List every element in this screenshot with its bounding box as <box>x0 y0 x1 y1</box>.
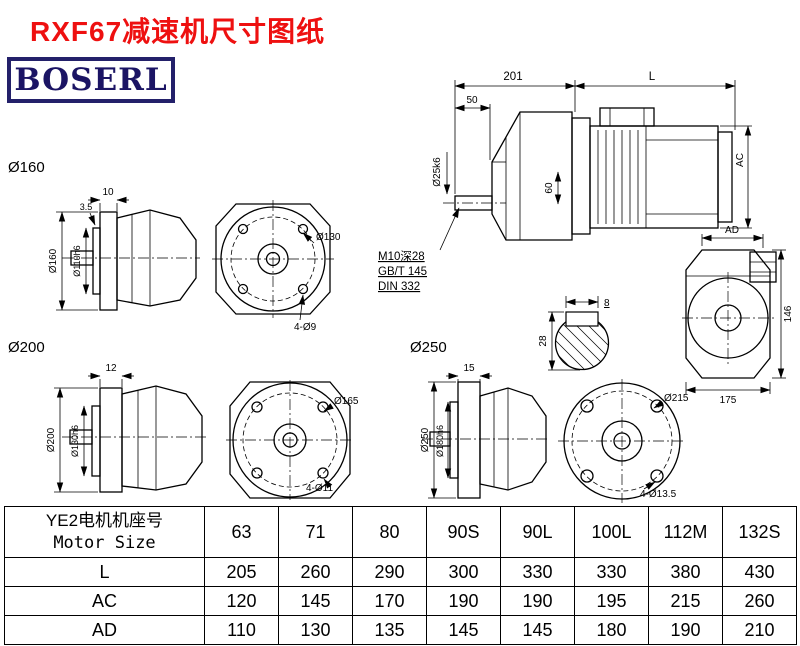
column-header-80: 80 <box>352 506 427 558</box>
column-header-90l: 90L <box>500 506 575 558</box>
value-cell: 210 <box>722 615 797 645</box>
value-cell: 380 <box>648 557 723 587</box>
flange-160-label: Ø160 <box>8 159 45 176</box>
motor-size-label-en: Motor Size <box>53 533 156 553</box>
value-cell: 215 <box>648 586 723 616</box>
column-header-90s: 90S <box>426 506 501 558</box>
row-label-AC: AC <box>4 586 205 616</box>
motor-size-header-cell: YE2电机机座号 Motor Size <box>4 506 205 558</box>
dim-50: 50 <box>466 95 478 106</box>
value-cell: 120 <box>204 586 279 616</box>
flange-160-od-dim: Ø160 <box>48 248 59 273</box>
table-row-L: L 205 260 290 300 330 330 380 430 <box>4 557 797 587</box>
value-cell: 290 <box>352 557 427 587</box>
shaft-diameter-label: Ø25k6 <box>432 157 443 187</box>
table-row-AD: AD 110 130 135 145 145 180 190 210 <box>4 615 797 645</box>
motor-size-label-cn: YE2电机机座号 <box>45 511 164 530</box>
main-assembly-view: 201 L 50 Ø25k6 60 <box>432 71 752 241</box>
flange-160-spigot-dim: 3.5 <box>80 202 93 212</box>
value-cell: 145 <box>278 586 353 616</box>
flange-200-thickness-dim: 12 <box>105 363 117 374</box>
value-cell: 430 <box>722 557 797 587</box>
value-cell: 260 <box>278 557 353 587</box>
flange-200-bcd-dim: Ø165 <box>334 396 359 407</box>
value-cell: 190 <box>426 586 501 616</box>
motor-end-view: AD 146 175 <box>682 225 794 406</box>
value-cell: 330 <box>500 557 575 587</box>
keyway-height-dim: 28 <box>538 335 549 347</box>
value-cell: 130 <box>278 615 353 645</box>
column-header-132s: 132S <box>722 506 797 558</box>
dim-L: L <box>649 71 656 83</box>
value-cell: 190 <box>648 615 723 645</box>
dim-AC: AC <box>735 153 746 167</box>
flange-160-pilot-dim: Ø110h6 <box>72 245 82 276</box>
flange-200-views: Ø200 12 Ø200 Ø130h6 <box>8 339 359 500</box>
value-cell: 180 <box>574 615 649 645</box>
motor-dimension-table: YE2电机机座号 Motor Size 63 71 80 90S 90L 100… <box>4 506 797 645</box>
flange-250-holes-dim: 4-Ø13.5 <box>640 489 677 500</box>
standard-note-gb: GB/T 145 <box>378 266 427 278</box>
dim-175: 175 <box>720 395 737 406</box>
keyway-width-dim: 8 <box>604 298 610 309</box>
column-header-100l: 100L <box>574 506 649 558</box>
value-cell: 195 <box>574 586 649 616</box>
dim-60: 60 <box>544 182 555 194</box>
value-cell: 205 <box>204 557 279 587</box>
flange-200-od-dim: Ø200 <box>46 427 57 452</box>
flange-250-pilot-dim: Ø180h6 <box>435 425 445 457</box>
table-row-AC: AC 120 145 170 190 190 195 215 260 <box>4 586 797 616</box>
table-header-row: YE2电机机座号 Motor Size 63 71 80 90S 90L 100… <box>4 506 797 558</box>
flange-200-pilot-dim: Ø130h6 <box>70 425 80 457</box>
dim-AD: AD <box>725 225 739 236</box>
flange-250-bcd-dim: Ø215 <box>664 393 689 404</box>
column-header-112m: 112M <box>648 506 723 558</box>
value-cell: 190 <box>500 586 575 616</box>
flange-160-thickness-dim: 10 <box>102 187 114 198</box>
value-cell: 135 <box>352 615 427 645</box>
boserl-logo: BOSERL <box>7 57 175 103</box>
row-label-AD: AD <box>4 615 205 645</box>
value-cell: 330 <box>574 557 649 587</box>
shaft-thread-note: M10深28 GB/T 145 DIN 332 <box>378 207 460 293</box>
flange-250-views: Ø250 15 Ø250 Ø180h6 <box>410 339 689 503</box>
flange-250-label: Ø250 <box>410 339 447 356</box>
value-cell: 170 <box>352 586 427 616</box>
technical-drawing-canvas: 201 L 50 Ø25k6 60 <box>8 71 794 503</box>
flange-250-thickness-dim: 15 <box>463 363 475 374</box>
row-label-L: L <box>4 557 205 587</box>
flange-160-views: Ø160 10 3.5 Ø160 Ø110h6 <box>8 159 341 333</box>
standard-note-din: DIN 332 <box>378 281 420 293</box>
column-header-71: 71 <box>278 506 353 558</box>
dim-146: 146 <box>783 305 794 322</box>
flange-160-bcd-dim: Ø130 <box>316 232 341 243</box>
flange-200-holes-dim: 4-Ø11 <box>306 483 333 494</box>
value-cell: 260 <box>722 586 797 616</box>
value-cell: 145 <box>500 615 575 645</box>
flange-200-label: Ø200 <box>8 339 45 356</box>
boserl-logo-text: BOSERL <box>14 62 168 98</box>
page-title: RXF67减速机尺寸图纸 <box>30 16 326 47</box>
flange-250-od-dim: Ø250 <box>420 427 431 452</box>
column-header-63: 63 <box>204 506 279 558</box>
value-cell: 300 <box>426 557 501 587</box>
value-cell: 110 <box>204 615 279 645</box>
flange-160-holes-dim: 4-Ø9 <box>294 322 317 333</box>
thread-note: M10深28 <box>378 249 425 263</box>
value-cell: 145 <box>426 615 501 645</box>
dim-201: 201 <box>503 71 522 83</box>
